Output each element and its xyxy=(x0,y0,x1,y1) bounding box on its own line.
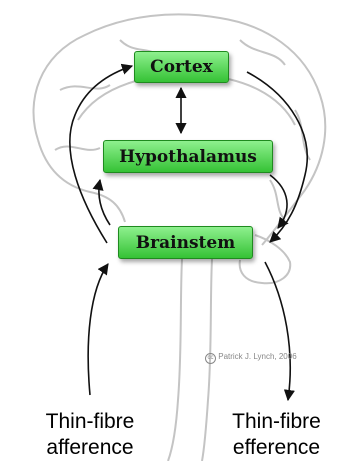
gyrus-1 xyxy=(60,85,110,90)
brainstem-node: Brainstem xyxy=(118,226,253,259)
efference-line-1: Thin-fibre xyxy=(214,409,339,435)
brainstem-contour-left xyxy=(168,259,182,461)
efference-label: Thin-fibre efference xyxy=(214,409,339,461)
arrow-afference-in xyxy=(88,264,108,395)
afference-line-1: Thin-fibre xyxy=(30,409,150,435)
gyrus-6 xyxy=(270,180,285,220)
gyrus-5 xyxy=(55,146,100,150)
afference-line-2: afference xyxy=(30,435,150,461)
arrow-brainstem-to-hypothalamus xyxy=(99,180,110,225)
brain-outer-contour xyxy=(33,14,325,245)
efference-line-2: efference xyxy=(214,435,339,461)
cortex-node: Cortex xyxy=(134,51,229,83)
hypothalamus-node: Hypothalamus xyxy=(103,140,273,173)
credit-text: Patrick J. Lynch, 2006 xyxy=(218,352,296,361)
copyright-credit: cc Patrick J. Lynch, 2006 xyxy=(205,352,297,364)
gyrus-3 xyxy=(240,40,285,65)
afference-label: Thin-fibre afference xyxy=(30,409,150,461)
cc-icon: cc xyxy=(205,353,216,364)
